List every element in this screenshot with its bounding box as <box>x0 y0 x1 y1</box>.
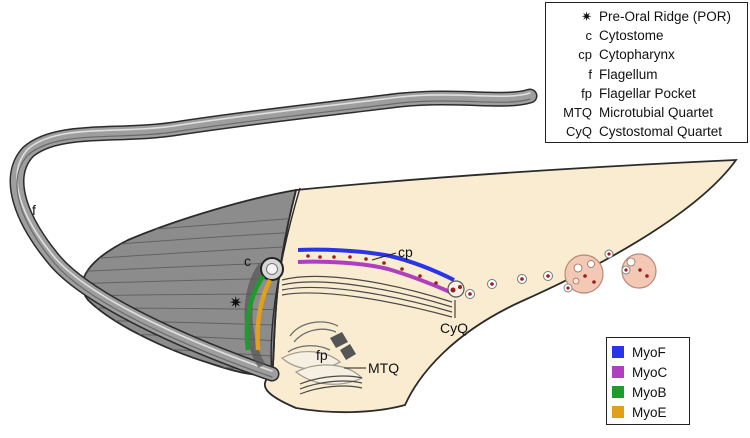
legend-key-mtq: MTQ <box>563 105 592 121</box>
cytopharynx-terminal-vesicle <box>447 280 465 298</box>
myosin-legend-row: MyoF <box>612 342 684 362</box>
myoB-track <box>244 274 265 351</box>
legend-row-cytostome: c Cytostome <box>552 26 741 45</box>
myoC-swatch <box>612 366 624 378</box>
legend-row-mtq: MTQ Microtubial Quartet <box>552 103 741 122</box>
myoB-swatch <box>612 386 624 398</box>
basal-body-2 <box>340 344 356 360</box>
label-cystostomal-quartet: CyQ <box>440 320 468 336</box>
legend-key-fp: fp <box>581 85 592 101</box>
legend-key-c: c <box>585 28 593 44</box>
legend-label-flagellum: Flagellum <box>599 66 658 82</box>
legend-label-mtq: Microtubial Quartet <box>599 105 714 121</box>
label-flagellum: f <box>32 202 36 218</box>
myosin-legend-row: MyoE <box>612 402 684 422</box>
legend-key-cp: cp <box>578 47 592 63</box>
myosin-legend: MyoF MyoC MyoB MyoE <box>606 337 690 425</box>
label-microtubial-quartet: MTQ <box>368 360 399 376</box>
legend-row-flagellum: f Flagellum <box>552 65 741 84</box>
cystostomal-quartet-microtubules <box>281 275 453 318</box>
legend-label-cytopharynx: Cytopharynx <box>599 47 675 63</box>
myoC-label: MyoC <box>632 364 668 380</box>
basal-body-1 <box>330 332 348 348</box>
legend-label-por: Pre-Oral Ridge (POR) <box>599 9 732 25</box>
legend-label-cyq: Cystostomal Quartet <box>599 124 723 140</box>
abbreviation-legend: ✷ Pre-Oral Ridge (POR) c Cytostome cp Cy… <box>545 2 748 143</box>
legend-row-por: ✷ Pre-Oral Ridge (POR) <box>552 7 741 26</box>
myosin-legend-row: MyoB <box>612 382 684 402</box>
label-cytopharynx: cp <box>398 244 413 260</box>
legend-row-cyq: CyQ Cystostomal Quartet <box>552 122 741 141</box>
legend-key-f: f <box>588 66 592 82</box>
myoE-track <box>255 278 273 351</box>
large-vesicle-2 <box>621 253 657 289</box>
legend-label-flagellar-pocket: Flagellar Pocket <box>599 85 696 101</box>
myosin-legend-row: MyoC <box>612 362 684 382</box>
anterior-midline <box>270 187 301 377</box>
label-cytostome: c <box>244 253 251 269</box>
anterior-region <box>81 188 298 376</box>
cytopharynx-cargo <box>306 254 438 285</box>
myoC-track <box>297 259 451 294</box>
myoE-label: MyoE <box>632 404 667 420</box>
legend-row-flagellar-pocket: fp Flagellar Pocket <box>552 84 741 103</box>
label-flagellar-pocket: fp <box>316 347 328 363</box>
legend-row-cytopharynx: cp Cytopharynx <box>552 45 741 64</box>
myoF-label: MyoF <box>632 344 666 360</box>
legend-key-cyq: CyQ <box>566 124 592 140</box>
myoE-swatch <box>612 406 624 418</box>
endocytic-vesicles <box>465 249 614 299</box>
pre-oral-ridge-asterisk-icon: ✷ <box>229 295 242 312</box>
myoB-label: MyoB <box>632 384 667 400</box>
microtubial-quartet <box>299 375 363 395</box>
legend-label-cytostome: Cytostome <box>599 28 664 44</box>
flagellar-pocket <box>287 321 339 353</box>
asterisk-icon: ✷ <box>581 8 592 24</box>
myoF-swatch <box>612 346 624 358</box>
cp-leader-line <box>371 252 397 261</box>
myoF-track <box>297 247 455 282</box>
flagellum <box>9 88 538 382</box>
large-vesicle-1 <box>563 254 604 294</box>
